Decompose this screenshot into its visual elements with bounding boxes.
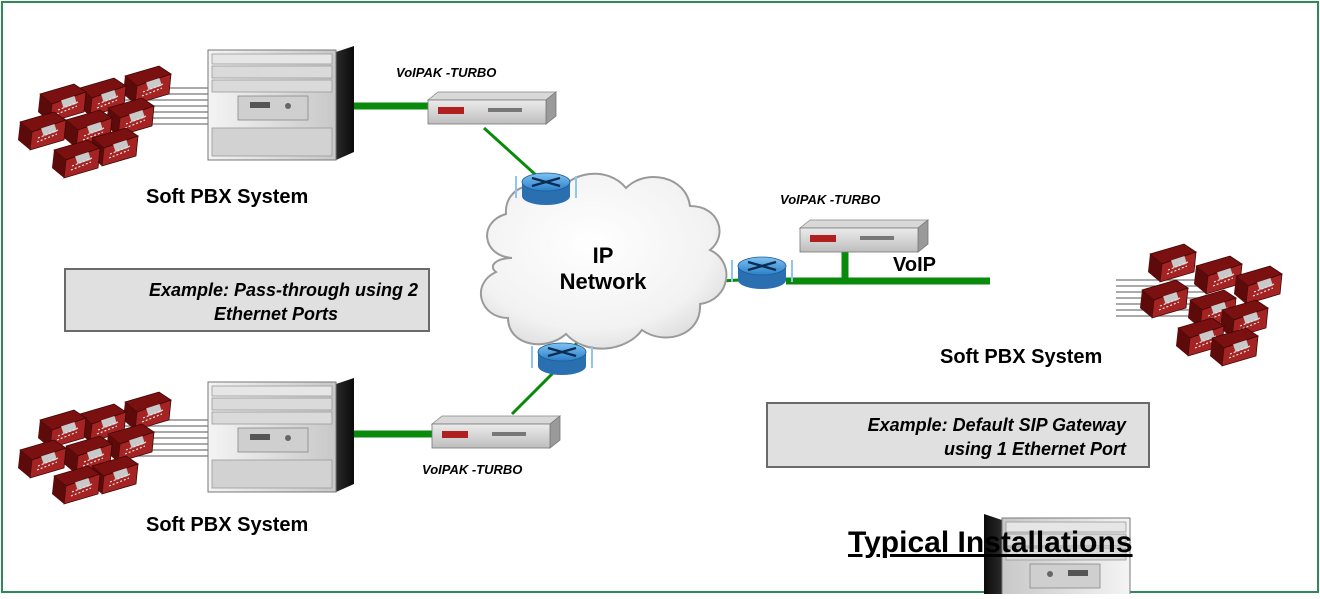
pbx-server-icon xyxy=(207,377,355,493)
gateway-device-icon xyxy=(427,91,557,125)
note-left-line1: Example: Pass-through using 2 xyxy=(148,280,418,300)
ip-network-label-line2: Network xyxy=(559,269,647,294)
gateway-device-icon xyxy=(431,415,561,449)
note-left-line2: Ethernet Ports xyxy=(213,304,338,324)
phone-cluster-right xyxy=(1139,243,1283,367)
ip-network-label: IP Network xyxy=(548,243,658,295)
note-left: Example: Pass-through using 2 Ethernet P… xyxy=(64,268,430,332)
note-right-line2: using 1 Ethernet Port xyxy=(943,439,1126,459)
note-right: Example: Default SIP Gateway using 1 Eth… xyxy=(766,402,1150,468)
note-right-line1: Example: Default SIP Gateway xyxy=(867,415,1126,435)
pbx-right-label: Soft PBX System xyxy=(940,346,1103,368)
network-links xyxy=(352,102,990,438)
router-icon xyxy=(530,341,594,377)
voipak-right-label: VoIPAK -TURBO xyxy=(780,192,881,207)
pbx-server-icon xyxy=(207,45,355,161)
link-voipak-bottom-to-router xyxy=(510,366,560,416)
voipak-top-label: VoIPAK -TURBO xyxy=(396,65,497,80)
router-icon xyxy=(730,255,794,291)
phone-cluster-top-left xyxy=(17,65,172,179)
router-icon xyxy=(514,171,578,207)
diagram-title: Typical Installations xyxy=(848,526,1133,559)
phone-cluster-bottom-left xyxy=(17,391,172,505)
voip-link-label: VoIP xyxy=(893,254,936,276)
voipak-bottom-label: VoIPAK -TURBO xyxy=(422,462,523,477)
pbx-top-left-label: Soft PBX System xyxy=(146,186,309,208)
gateway-device-icon xyxy=(799,219,929,253)
ip-network-label-line1: IP xyxy=(592,243,614,268)
pbx-bottom-left-label: Soft PBX System xyxy=(146,514,309,536)
